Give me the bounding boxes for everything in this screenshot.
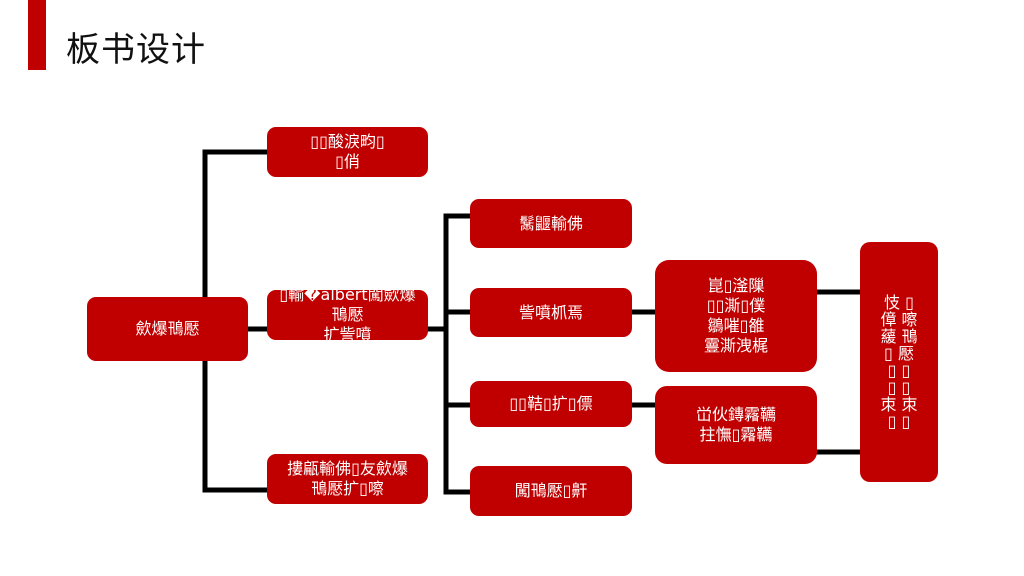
title-accent-bar [28, 0, 46, 70]
node-e1: 忮 ▯ 傽 嚓 藧 鳵 ▯ 懕 ▯ ▯ ▯ ▯ 朿 朿 ▯ ▯ [860, 242, 938, 482]
node-c4: 闖鳵懕▯鼾 [470, 466, 632, 516]
node-d1: 崑▯滏隟 ▯▯澌▯僕 鶵嗺▯雒 霻澌洩梶 [655, 260, 817, 372]
node-b1: ▯▯酸淚畇▯ ▯俏 [267, 127, 428, 177]
node-d2: 峃伙鏄霿韉 拄憮▯霿韉 [655, 386, 817, 464]
node-c2: 訾噴枛焉 [470, 288, 632, 337]
node-b2: ▯輸�albert闖歛爆鳵懕 扩訾噴 [267, 285, 428, 344]
node-root: 歛爆鳵懕 [87, 297, 248, 361]
page-title: 板书设计 [66, 30, 206, 70]
node-b3: 摟甂輸佛▯友歛爆 鳵懕扩▯嚓 [267, 454, 428, 504]
node-c1: 鬗鼴輸佛 [470, 199, 632, 248]
node-c3: ▯▯鞊▯扩▯僄 [470, 381, 632, 427]
